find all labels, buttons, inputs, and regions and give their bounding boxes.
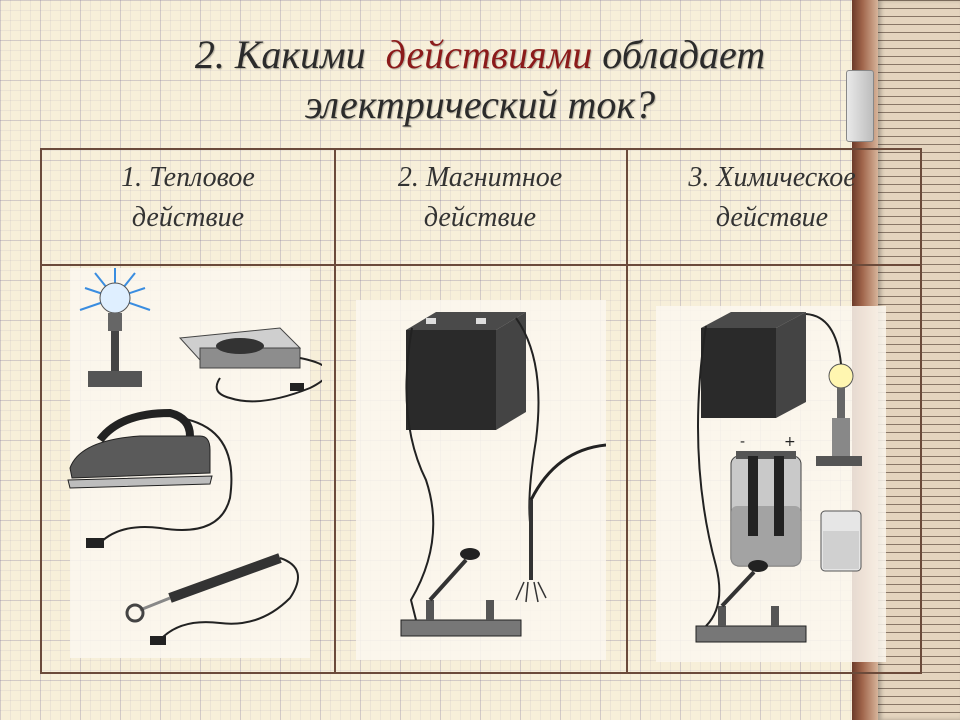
header-line: действие xyxy=(423,202,537,233)
svg-text:+: + xyxy=(784,434,796,450)
thermal-illustration xyxy=(67,268,322,658)
column-header-chemical: 3. Химическое действие xyxy=(626,158,918,238)
electrolysis-cell-icon: - + xyxy=(730,434,802,567)
paper-clip xyxy=(846,70,874,142)
header-line: 2. Магнитное xyxy=(397,162,563,193)
column-header-thermal: 1. Тепловое действие xyxy=(42,158,334,238)
light-bulb-icon xyxy=(816,363,862,466)
ruler xyxy=(878,0,960,720)
column-header-magnetic: 2. Магнитное действие xyxy=(334,158,626,238)
electromagnet-icon xyxy=(515,443,606,603)
switch-icon xyxy=(400,548,522,637)
header-divider xyxy=(42,264,920,266)
title-line-2: электрический ток? xyxy=(304,82,656,127)
iron-icon xyxy=(67,408,233,548)
title-prefix: 2. Какими xyxy=(194,32,366,77)
battery-icon xyxy=(701,312,806,418)
battery-icon xyxy=(406,312,526,430)
effects-table: 1. Тепловое действие 2. Магнитное действ… xyxy=(40,148,922,674)
soldering-iron-icon xyxy=(125,553,299,645)
switch-icon xyxy=(695,560,807,643)
light-bulb-icon xyxy=(79,268,151,387)
header-line: действие xyxy=(715,202,829,233)
svg-text:-: - xyxy=(740,434,745,450)
header-line: 1. Тепловое xyxy=(121,162,255,193)
header-line: действие xyxy=(131,202,245,233)
chemical-illustration: - + xyxy=(656,306,886,662)
title-line-1: 2. Какими действиями обладает xyxy=(0,30,960,80)
hot-plate-icon xyxy=(178,327,322,403)
title-suffix: обладает xyxy=(602,32,766,77)
column-divider xyxy=(626,150,628,672)
glass-icon xyxy=(820,510,862,572)
slide-title: 2. Какими действиями обладает электричес… xyxy=(0,30,960,130)
header-line: 3. Химическое xyxy=(688,162,856,193)
magnetic-illustration xyxy=(356,300,606,660)
title-accent: действиями xyxy=(385,32,593,77)
column-divider xyxy=(334,150,336,672)
